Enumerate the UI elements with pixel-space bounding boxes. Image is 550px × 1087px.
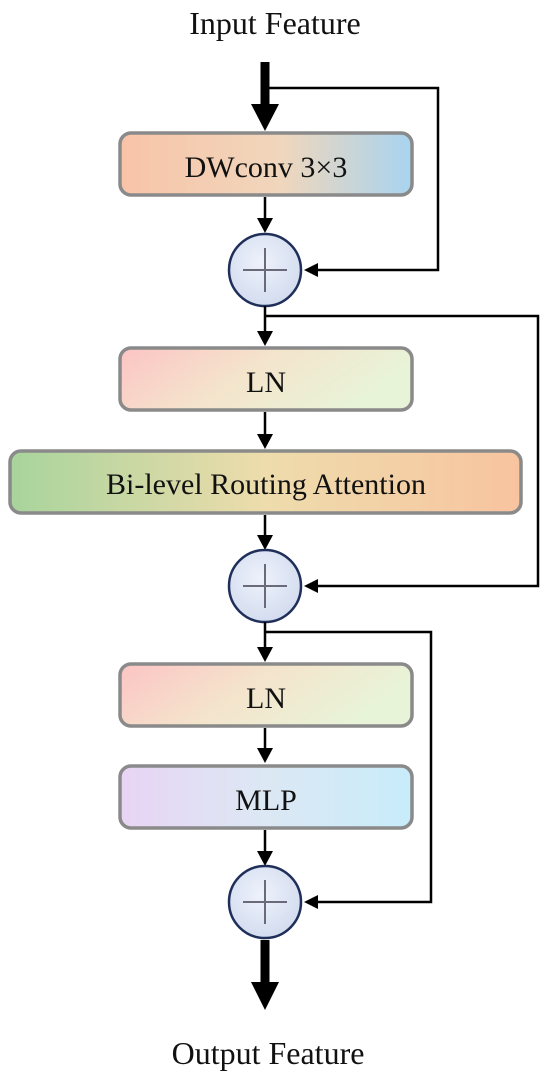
arrow-dwconv-to-adder-1 xyxy=(257,197,273,233)
skip-connection-1 xyxy=(268,86,440,277)
output-arrow xyxy=(251,940,279,1010)
adder-1 xyxy=(227,232,303,308)
bra-label: Bi-level Routing Attention xyxy=(106,468,426,501)
output-feature-label: Output Feature xyxy=(172,1035,365,1071)
ln-2-label: LN xyxy=(246,682,286,715)
skip-connection-3 xyxy=(265,630,433,909)
skip-connection-2 xyxy=(265,314,540,593)
ln-block-2 xyxy=(118,662,414,728)
mlp-label: MLP xyxy=(235,784,297,817)
arrow-ln-1-to-bra xyxy=(257,412,273,449)
arrow-adder-2-to-ln-2 xyxy=(257,622,273,662)
arrow-adder-1-to-ln-1 xyxy=(257,306,273,346)
adder-3 xyxy=(227,864,303,940)
input-feature-label: Input Feature xyxy=(189,5,361,41)
ln-1-label: LN xyxy=(246,366,286,399)
dwconv-block xyxy=(118,131,414,197)
adder-2 xyxy=(227,548,303,624)
ln-block-1 xyxy=(118,346,414,412)
bi-level-routing-attention-block xyxy=(8,449,523,515)
arrow-mlp-to-adder-3 xyxy=(257,830,273,866)
arrow-bra-to-adder-2 xyxy=(257,515,273,550)
mlp-block xyxy=(118,764,414,830)
arrow-ln-2-to-mlp xyxy=(257,728,273,763)
input-arrow xyxy=(251,62,279,131)
dwconv-label: DWconv 3×3 xyxy=(185,151,348,184)
